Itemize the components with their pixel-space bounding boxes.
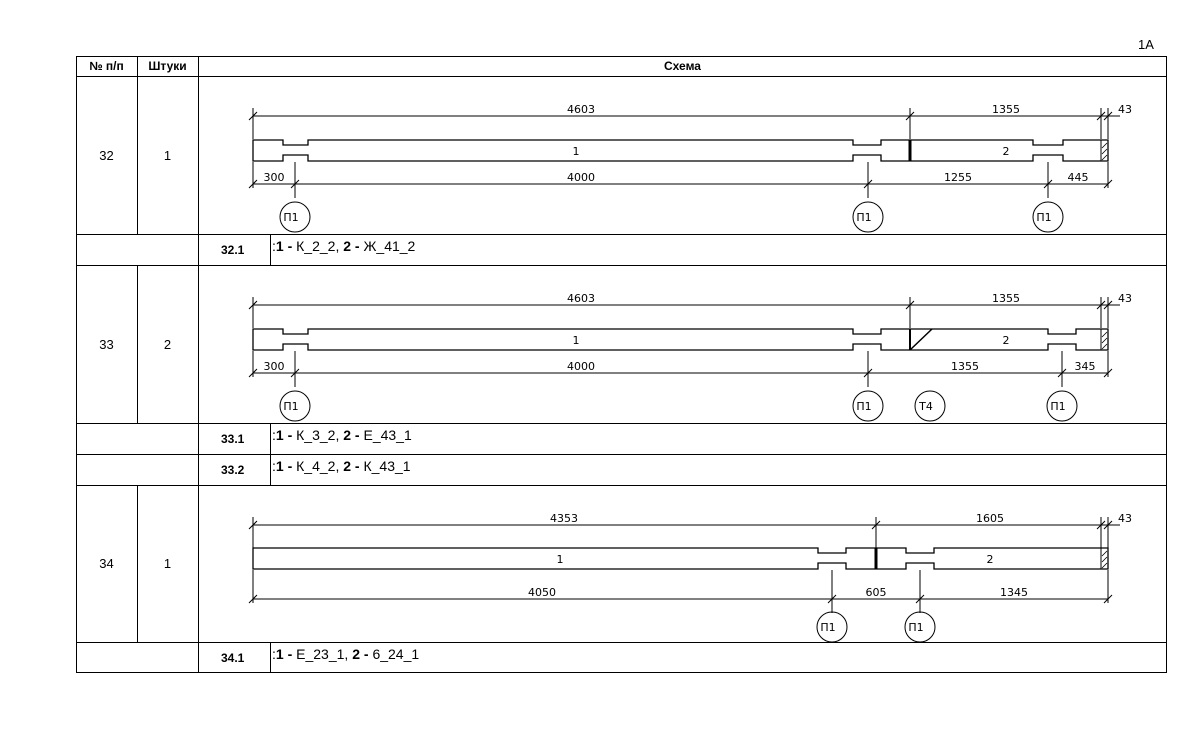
row-33-part-1: 1: [573, 334, 580, 347]
row-32-number: 32: [99, 147, 114, 163]
sub-33-2-code: 33.2: [221, 463, 245, 477]
row-34-dim-bottom-2: 605: [866, 586, 887, 599]
row-34-dim-bottom-3: 1345: [1000, 586, 1028, 599]
row-32-dim-bottom-4: 445: [1068, 171, 1089, 184]
row-32-dim-top-1: 4603: [567, 103, 595, 116]
row-34-part-1: 1: [557, 553, 564, 566]
row-33-dim-bottom-3: 1355: [951, 360, 979, 373]
row-33-marker-3: Т4: [918, 400, 933, 413]
sub-34-1-text: :1 - Е_23_1, 2 - 6_24_1: [272, 646, 420, 662]
row-34-dim-top-3: 43: [1118, 512, 1132, 525]
table-grid: [76, 56, 1167, 673]
header-quantity: Штуки: [148, 59, 187, 73]
row-34-dim-bottom-1: 4050: [528, 586, 556, 599]
row-32-quantity: 1: [163, 147, 172, 163]
row-32-dim-bottom-1: 300: [264, 171, 285, 184]
row-34-quantity: 1: [163, 556, 172, 571]
row-33-marker-2: П1: [856, 400, 871, 413]
row-32-dim-top-2: 1355: [992, 103, 1020, 116]
row-32-part-1: 1: [573, 145, 580, 158]
row-33-marker-4: П1: [1050, 400, 1065, 413]
row-32-marker-3: П1: [1036, 211, 1051, 224]
row-33-dim-top-1: 4603: [567, 292, 595, 305]
row-32-part-2: 2: [1003, 145, 1010, 158]
row-33-number: 33: [99, 336, 114, 352]
row-32-dim-bottom-2: 4000: [567, 171, 595, 184]
row-32-marker-2: П1: [856, 211, 871, 224]
sheet-id: 1A: [1138, 37, 1154, 52]
row-33-dim-bottom-4: 345: [1075, 360, 1096, 373]
sub-34-1-code: 34.1: [221, 651, 245, 665]
sub-33-2-text: :1 - К_4_2, 2 - К_43_1: [272, 458, 411, 474]
row-34-marker-2: П1: [908, 621, 923, 634]
row-33-dim-top-3: 43: [1118, 292, 1132, 305]
row-32-dim-top-3: 43: [1118, 103, 1132, 116]
row-33-scheme: 4603 1355 43 1 2 300 4000 1355 345 П1 П1…: [248, 292, 1132, 422]
row-32-scheme: 4603 1355 43 1 2 300 4000 1255 445 П1 П1…: [248, 103, 1132, 233]
schedule-table: № п/п Штуки Схема 32 1: [76, 56, 1167, 673]
row-34-part-2: 2: [987, 553, 994, 566]
row-34-dim-top-2: 1605: [976, 512, 1004, 525]
row-34-dim-top-1: 4353: [550, 512, 578, 525]
row-34-scheme: 4353 1605 43 1 2 4050 605 1345 П1 П1: [248, 512, 1132, 642]
row-33-part-2: 2: [1003, 334, 1010, 347]
row-33-dim-bottom-2: 4000: [567, 360, 595, 373]
header-scheme: Схема: [664, 59, 701, 73]
sub-33-1-text: :1 - К_3_2, 2 - Е_43_1: [272, 427, 412, 443]
row-32-dim-bottom-3: 1255: [944, 171, 972, 184]
row-33-marker-1: П1: [283, 400, 298, 413]
row-34-number: 34: [99, 556, 114, 571]
sub-33-1-code: 33.1: [221, 432, 245, 446]
sub-32-1-code: 32.1: [221, 243, 245, 257]
row-32-marker-1: П1: [283, 211, 298, 224]
row-33-dim-bottom-1: 300: [264, 360, 285, 373]
row-34-marker-1: П1: [820, 621, 835, 634]
sub-32-1-text: :1 - К_2_2, 2 - Ж_41_2: [272, 238, 416, 254]
header-number: № п/п: [89, 59, 124, 73]
row-33-dim-top-2: 1355: [992, 292, 1020, 305]
row-33-quantity: 2: [163, 336, 172, 352]
